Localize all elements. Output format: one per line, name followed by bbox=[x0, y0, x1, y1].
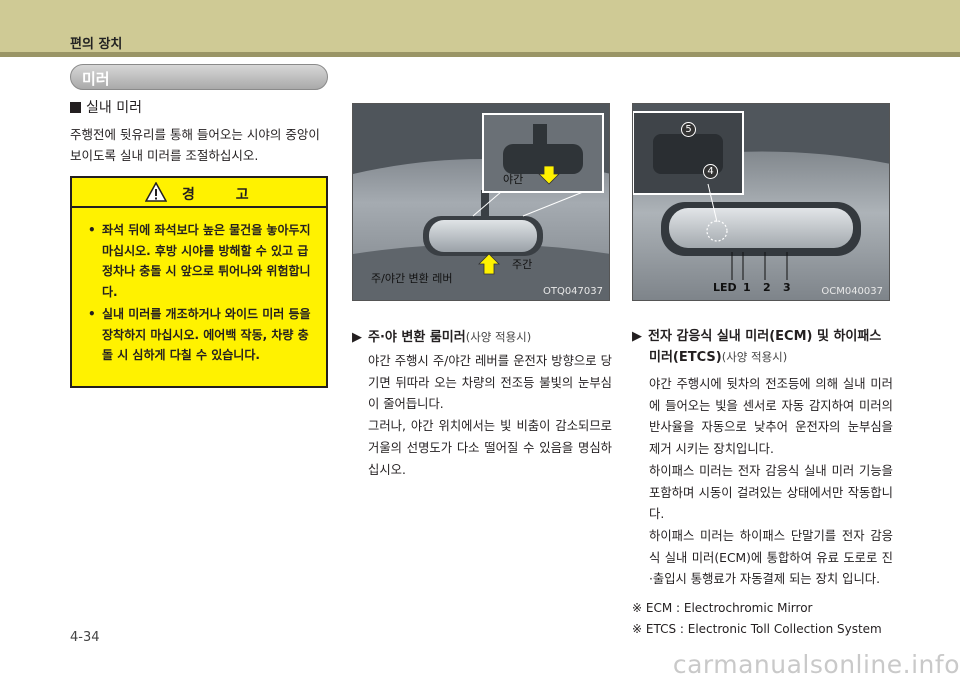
ecm-paragraph: 야간 주행시에 뒷차의 전조등에 의해 실내 미러에 들어오는 빛을 센서로 자… bbox=[649, 377, 893, 457]
warning-item: 좌석 뒤에 좌석보다 높은 물건을 놓아두지 마십시오. 후방 시야를 방해할 … bbox=[88, 220, 316, 302]
day-night-body: 야간 주행시 주/야간 레버를 운전자 방향으로 당기면 뒤따라 오는 차량의 … bbox=[368, 351, 612, 481]
section-title-pill: 미러 bbox=[70, 64, 328, 90]
callout-4: 4 bbox=[703, 164, 718, 179]
callout-2: 2 bbox=[763, 281, 771, 294]
warning-item: 실내 미러를 개조하거나 와이드 미러 등을 장착하지 마십시오. 에어백 작동… bbox=[88, 304, 316, 366]
triangle-bullet-icon: ▶ bbox=[632, 329, 642, 344]
ecm-mirror-photo: 5 4 LED 1 2 3 OCM040037 bbox=[632, 103, 890, 301]
photo-code: OTQ047037 bbox=[542, 286, 603, 297]
warning-box: 경 고 좌석 뒤에 좌석보다 높은 물건을 놓아두지 마십시오. 후방 시야를 … bbox=[70, 176, 328, 388]
day-night-paragraph: 야간 주행시 주/야간 레버를 운전자 방향으로 당기면 뒤따라 오는 차량의 … bbox=[368, 354, 612, 412]
interior-mirror-lead: 주행전에 뒷유리를 통해 들어오는 시야의 중앙이 보이도록 실내 미러를 조절… bbox=[70, 127, 320, 163]
mirror-illustration bbox=[353, 104, 609, 300]
warning-triangle-icon bbox=[145, 182, 167, 202]
callout-3: 3 bbox=[783, 281, 791, 294]
day-night-option: (사양 적용시) bbox=[465, 330, 532, 344]
day-label: 주간 bbox=[512, 258, 533, 271]
note-ecm: ※ ECM : Electrochromic Mirror bbox=[632, 601, 813, 615]
page-number: 4-34 bbox=[70, 630, 100, 645]
ecm-option: (사양 적용시) bbox=[721, 350, 788, 364]
ecm-title: ▶ 전자 감응식 실내 미러(ECM) 및 하이패스 미러(ETCS)(사양 적용… bbox=[632, 326, 894, 368]
ecm-illustration bbox=[633, 104, 889, 300]
abbreviation-notes: ※ ECM : Electrochromic Mirror ※ ETCS : E… bbox=[632, 598, 882, 640]
warning-header: 경 고 bbox=[72, 178, 326, 208]
ecm-paragraph: 하이패스 미러는 전자 감응식 실내 미러 기능을 포함하며 시동이 걸려있는 … bbox=[649, 463, 893, 522]
header-rule bbox=[0, 52, 960, 57]
ecm-body: 야간 주행시에 뒷차의 전조등에 의해 실내 미러에 들어오는 빛을 센서로 자… bbox=[649, 374, 893, 591]
triangle-bullet-icon: ▶ bbox=[352, 330, 362, 345]
watermark: carmanualsonline.info bbox=[672, 650, 960, 679]
warning-title: 경 고 bbox=[182, 187, 267, 203]
note-etcs: ※ ETCS : Electronic Toll Collection Syst… bbox=[632, 622, 882, 636]
ecm-title-line1: 전자 감응식 실내 미러(ECM) 및 하이패스 bbox=[648, 329, 882, 344]
photo-code: OCM040037 bbox=[821, 286, 883, 297]
interior-mirror-heading-text: 실내 미러 bbox=[86, 100, 142, 116]
ecm-paragraph: 하이패스 미러는 하이패스 단말기를 전자 감응식 실내 미러(ECM)에 통합… bbox=[649, 528, 893, 587]
day-night-title-text: 주·야 변환 룸미러 bbox=[368, 330, 466, 345]
lever-label: 주/야간 변환 레버 bbox=[371, 272, 453, 285]
chapter-title: 편의 장치 bbox=[70, 37, 123, 52]
ecm-title-line2: 미러(ETCS) bbox=[649, 350, 722, 365]
square-bullet-icon bbox=[70, 102, 81, 113]
section-title: 미러 bbox=[82, 70, 110, 88]
interior-mirror-heading: 실내 미러 bbox=[70, 97, 142, 117]
callout-5: 5 bbox=[681, 122, 696, 137]
day-night-mirror-photo: 야간 주간 주/야간 변환 레버 OTQ047037 bbox=[352, 103, 610, 301]
warning-list: 좌석 뒤에 좌석보다 높은 물건을 놓아두지 마십시오. 후방 시야를 방해할 … bbox=[72, 208, 326, 366]
night-label: 야간 bbox=[503, 173, 524, 186]
day-night-paragraph: 그러나, 야간 위치에서는 빛 비춤이 감소되므로 거울의 선명도가 다소 떨어… bbox=[368, 419, 612, 477]
callout-1: 1 bbox=[743, 281, 751, 294]
header-band bbox=[0, 0, 960, 57]
led-label: LED bbox=[713, 281, 737, 294]
day-night-title: ▶ 주·야 변환 룸미러(사양 적용시) bbox=[352, 326, 531, 345]
